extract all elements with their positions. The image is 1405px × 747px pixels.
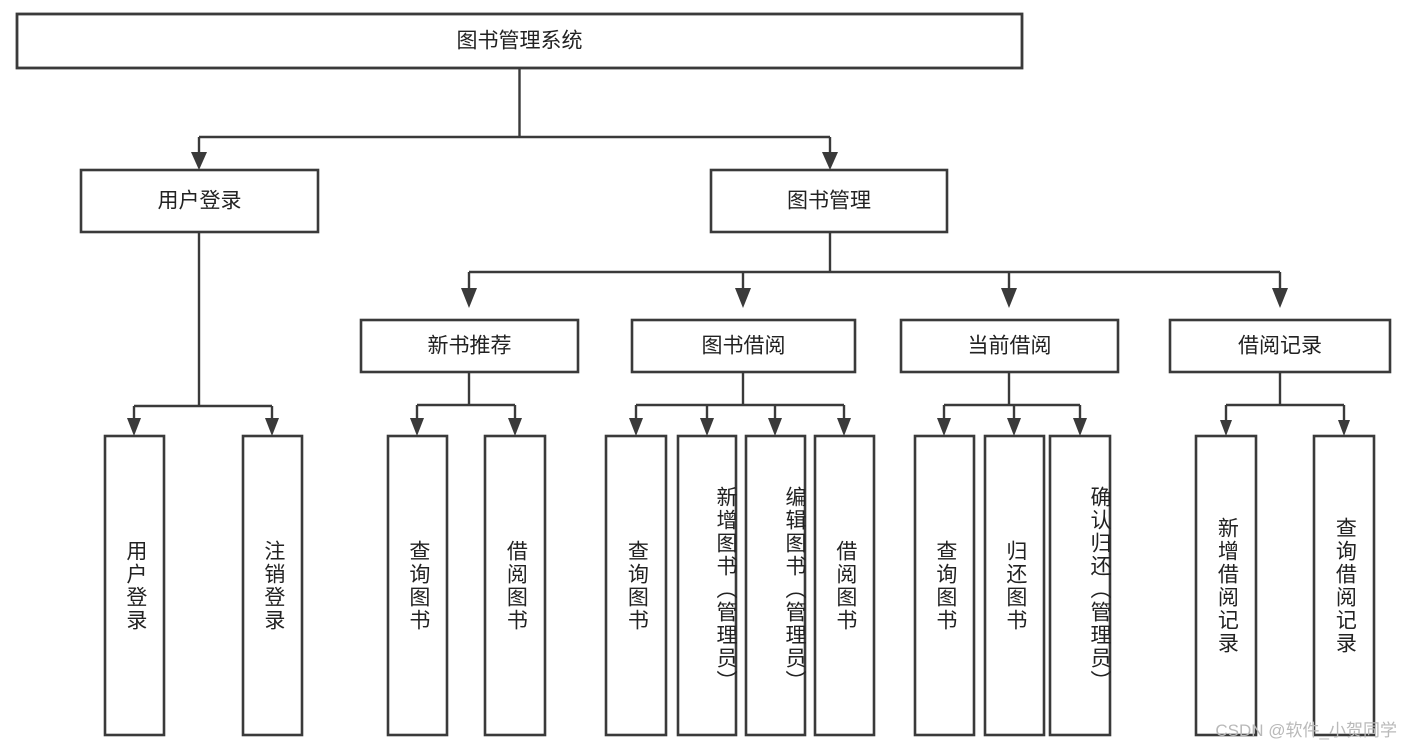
connector-group-current-borrow-to-leaves	[937, 372, 1087, 436]
arrow-head-book-borrow-leaf-2	[700, 418, 714, 436]
arrow-head-root-to-user-login	[191, 152, 207, 170]
connector-group-new-book-recommend-to-leaves	[410, 372, 522, 436]
leaf-box-confirm-return[interactable]	[1048, 434, 1112, 737]
node-new-book-recommend[interactable]: 新书推荐	[359, 318, 580, 374]
node-user-login-box[interactable]	[79, 168, 320, 234]
leaf-box-borrow-book[interactable]	[813, 434, 876, 737]
node-user-login-label: 用户登录	[158, 190, 242, 213]
node-new-book-recommend-box[interactable]	[359, 318, 580, 374]
leaf-box-add-record[interactable]	[1194, 434, 1258, 737]
node-book-borrow[interactable]: 图书借阅	[630, 318, 857, 374]
arrow-head-current-borrow-leaf-2	[1007, 418, 1021, 436]
leaf-boxes-group	[103, 434, 1376, 737]
leaf-box-edit-book[interactable]	[744, 434, 807, 737]
node-current-borrow-label: 当前借阅	[968, 335, 1052, 358]
arrow-head-book-manage-child-3	[1001, 288, 1017, 308]
arrow-head-new-book-recommend-leaf-1	[410, 418, 424, 436]
leaf-box-borrow-book-rec[interactable]	[483, 434, 547, 737]
node-book-borrow-label: 图书借阅	[702, 335, 786, 358]
leaf-box-query-book-rec[interactable]	[386, 434, 449, 737]
arrow-head-borrow-record-leaf-2	[1338, 420, 1350, 436]
leaf-box-user-login[interactable]	[103, 434, 166, 737]
node-root-label: 图书管理系统	[457, 30, 583, 53]
connector-group-user-login-to-leaves	[127, 232, 279, 436]
node-book-manage-label: 图书管理	[787, 190, 871, 213]
csdn-watermark: CSDN @软件_小贺同学	[1215, 721, 1397, 740]
arrow-head-user-login-leaf-1	[127, 418, 141, 436]
arrow-head-current-borrow-leaf-1	[937, 418, 951, 436]
arrow-head-user-login-leaf-2	[265, 418, 279, 436]
node-root[interactable]: 图书管理系统	[15, 12, 1024, 70]
node-book-manage[interactable]: 图书管理	[709, 168, 949, 234]
node-book-borrow-box[interactable]	[630, 318, 857, 374]
connector-group-borrow-record-to-leaves	[1220, 372, 1350, 436]
node-root-box[interactable]	[15, 12, 1024, 70]
node-borrow-record[interactable]: 借阅记录	[1168, 318, 1392, 374]
node-user-login[interactable]: 用户登录	[79, 168, 320, 234]
node-borrow-record-box[interactable]	[1168, 318, 1392, 374]
arrow-head-book-manage-child-4	[1272, 288, 1288, 308]
arrow-head-book-borrow-leaf-4	[837, 418, 851, 436]
arrow-head-book-borrow-leaf-3	[768, 418, 782, 436]
node-current-borrow[interactable]: 当前借阅	[899, 318, 1120, 374]
connector-group-book-borrow-to-leaves	[629, 372, 851, 436]
arrow-head-root-to-book-manage	[822, 152, 838, 170]
arrow-head-book-manage-child-2	[735, 288, 751, 308]
node-current-borrow-box[interactable]	[899, 318, 1120, 374]
leaf-box-query-book-cur[interactable]	[913, 434, 976, 737]
leaf-box-add-book[interactable]	[676, 434, 738, 737]
arrow-head-borrow-record-leaf-1	[1220, 420, 1232, 436]
leaf-box-logout[interactable]	[241, 434, 304, 737]
node-borrow-record-label: 借阅记录	[1238, 335, 1322, 358]
node-new-book-recommend-label: 新书推荐	[428, 335, 512, 358]
arrow-head-book-borrow-leaf-1	[629, 418, 643, 436]
leaf-box-query-book-borrow[interactable]	[604, 434, 668, 737]
arrow-head-book-manage-child-1	[461, 288, 477, 308]
connector-group-root-to-level2	[191, 68, 838, 170]
node-book-manage-box[interactable]	[709, 168, 949, 234]
leaf-box-return-book[interactable]	[983, 434, 1046, 737]
arrow-head-new-book-recommend-leaf-2	[508, 418, 522, 436]
leaf-box-query-record[interactable]	[1312, 434, 1376, 737]
arrow-head-current-borrow-leaf-3	[1073, 418, 1087, 436]
connector-group-book-manage-to-level3	[461, 232, 1288, 308]
